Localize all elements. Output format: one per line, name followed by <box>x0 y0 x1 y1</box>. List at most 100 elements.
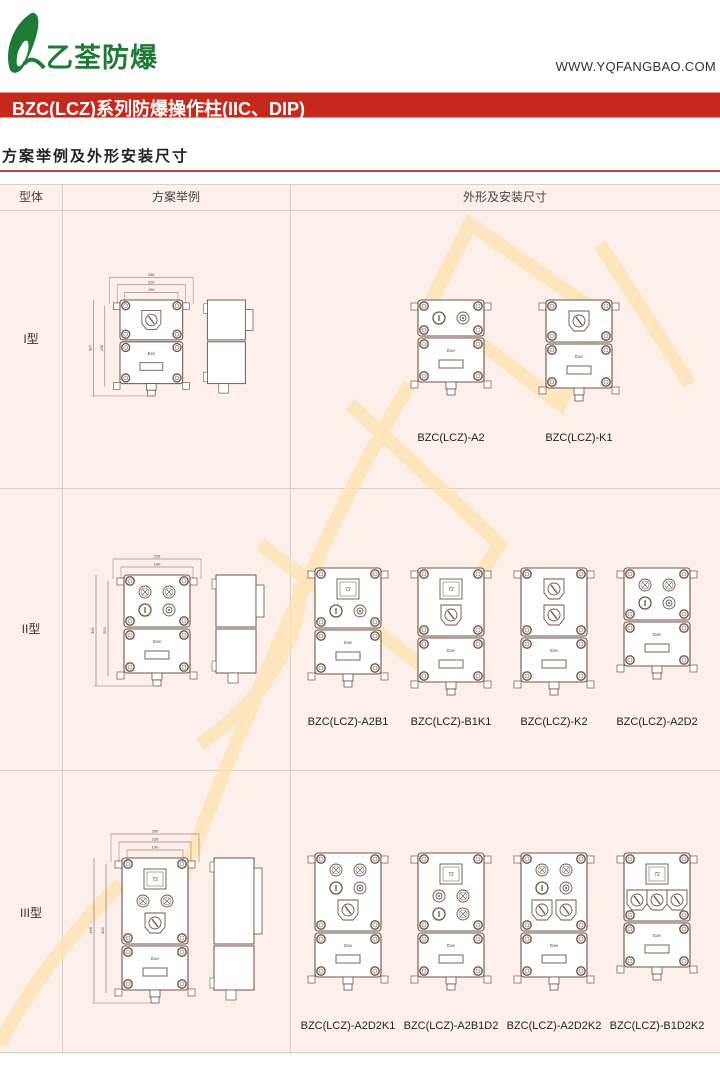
bolt-icon <box>522 569 532 579</box>
bolt-inner <box>549 303 555 309</box>
bolt-icon <box>679 910 689 920</box>
bolt-icon <box>625 609 635 619</box>
dimension-label: 446 <box>88 926 93 933</box>
bolt-icon <box>125 662 135 672</box>
bolt-inner <box>318 665 324 671</box>
bolt-icon <box>522 625 532 635</box>
model-label: BZC(LCZ)-A2D2K1 <box>300 1020 396 1032</box>
nameplate-window <box>335 954 361 964</box>
ammeter-icon <box>439 863 463 885</box>
mounting-ear <box>380 855 389 864</box>
dimension-label: 190 <box>154 562 161 567</box>
bolt-inner <box>475 936 481 942</box>
mounting-ear <box>114 988 123 997</box>
mounting-ear <box>182 382 190 390</box>
mounting-ear <box>410 380 419 389</box>
mounting-ear <box>114 860 123 869</box>
nameplate-window <box>139 362 164 371</box>
cable-gland-icon <box>151 672 163 681</box>
module-label: Exe <box>153 639 161 644</box>
bolt-inner <box>174 332 180 337</box>
bolt-inner <box>475 641 481 647</box>
cable-gland-icon <box>651 966 663 975</box>
cable-gland-icon <box>548 681 560 690</box>
mounting-ear <box>380 570 389 579</box>
bolt-inner <box>578 936 584 942</box>
bolt-icon <box>177 947 187 957</box>
bolt-icon <box>370 663 380 673</box>
dimension-label: 256 <box>148 273 154 277</box>
mounting-ear <box>307 975 316 984</box>
bolt-icon <box>125 576 135 586</box>
bolt-icon <box>576 569 586 579</box>
bolt-inner <box>318 856 324 862</box>
indicator-ring <box>140 587 150 597</box>
bolt-icon <box>576 639 586 649</box>
button-dot <box>359 610 361 612</box>
bolt-inner <box>475 327 481 333</box>
ammeter-icon <box>143 868 167 890</box>
bolt-inner <box>475 341 481 347</box>
indicator-cross <box>163 897 171 905</box>
bolt-icon <box>419 325 429 335</box>
mounting-ear <box>611 302 620 311</box>
indicator-cross <box>665 581 673 589</box>
dimension-label: 352 <box>100 926 105 933</box>
ammeter-face <box>339 581 357 597</box>
mounting-ear <box>616 855 625 864</box>
dimension-label: 190 <box>152 845 159 850</box>
mounting-ear <box>689 664 698 673</box>
bolt-icon <box>179 616 189 626</box>
cable-gland-nut <box>446 983 456 991</box>
bolt-inner <box>421 936 427 942</box>
bolt-inner <box>125 861 131 867</box>
bolt-inner <box>179 861 185 867</box>
bolt-inner <box>549 333 555 339</box>
bolt-icon <box>473 325 483 335</box>
cable-gland-icon <box>149 989 161 998</box>
bolt-icon <box>547 331 557 341</box>
bolt-inner <box>475 856 481 862</box>
module-label: Exe <box>344 640 352 645</box>
bolt-inner <box>524 627 530 633</box>
bolt-icon <box>522 854 532 864</box>
bolt-inner <box>421 571 427 577</box>
side-ear <box>209 861 215 873</box>
bolt-inner <box>318 633 324 639</box>
button-mark <box>665 599 673 607</box>
mounting-ear <box>538 386 547 395</box>
ammeter-label: 72 <box>654 872 660 878</box>
button-dot <box>462 317 464 319</box>
mounting-ear <box>689 570 698 579</box>
mounting-ear <box>307 570 316 579</box>
control-module <box>121 857 189 945</box>
cable-gland-nut <box>652 672 662 680</box>
bolt-icon <box>576 671 586 681</box>
dimension-label: 228 <box>100 345 104 351</box>
bolt-icon <box>419 671 429 681</box>
bolt-icon <box>625 924 635 934</box>
bolt-inner <box>181 632 187 638</box>
bolt-inner <box>179 935 185 941</box>
bolt-icon <box>522 920 532 930</box>
switch-handle <box>550 610 558 620</box>
bolt-inner <box>179 981 185 987</box>
button-mark <box>165 606 173 614</box>
bolt-icon <box>316 569 326 579</box>
bolt-icon <box>473 625 483 635</box>
bolt-inner <box>524 968 530 974</box>
product-drawing: Exe <box>307 852 389 991</box>
mounting-ear <box>187 988 196 997</box>
mounting-ear <box>483 380 492 389</box>
bolt-inner <box>127 618 133 624</box>
bolt-icon <box>419 920 429 930</box>
bolt-inner <box>123 332 128 337</box>
bolt-inner <box>475 673 481 679</box>
bolt-icon <box>370 934 380 944</box>
side-operator <box>245 309 254 331</box>
button-dot <box>359 887 361 889</box>
bolt-icon <box>172 342 182 353</box>
bolt-inner <box>681 856 687 862</box>
